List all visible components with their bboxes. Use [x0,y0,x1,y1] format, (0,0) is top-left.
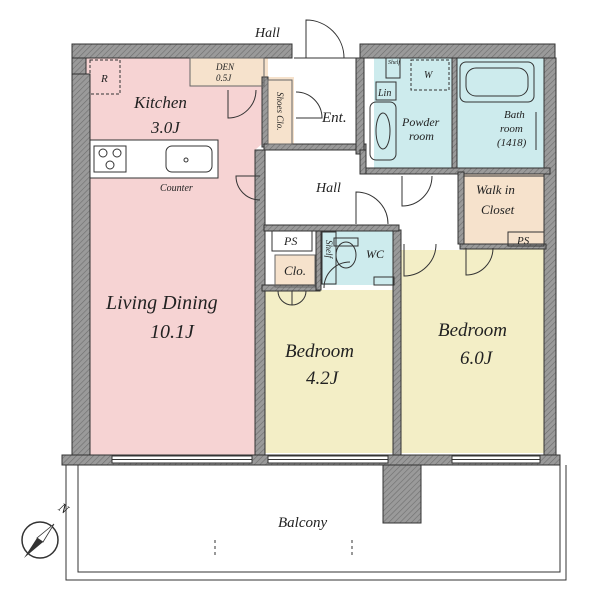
label-living: Living Dining [105,292,218,314]
label-bedroom-b-size: 6.0J [460,348,494,369]
label-shelf-a: Shelf [388,59,401,66]
label-living-size: 10.1J [150,321,195,343]
wc-sink-icon [373,276,395,286]
north-arrow: N [21,499,73,559]
sink-icon [165,145,213,173]
label-clo: Clo. [284,263,306,278]
labels: Hall DEN 0.5J R Kitchen 3.0J Shoes Clo. … [100,26,530,531]
powder-room-area [374,58,452,168]
compass-ring [21,521,59,559]
column [382,464,422,524]
label-bath: Bath [504,109,525,121]
label-north: N [55,499,73,518]
label-kitchen: Kitchen [133,93,187,112]
label-lin: Lin [377,88,391,99]
label-bedroom-a: Bedroom [285,341,354,362]
closet-small-area [275,255,317,288]
bedroom-small-area [264,290,394,453]
refrigerator-outline [89,59,121,95]
label-counter: Counter [160,183,193,194]
label-bedroom-b: Bedroom [438,320,507,341]
label-powder-room: room [409,129,434,143]
label-den-size: 0.5J [216,73,232,83]
walls [61,43,561,466]
label-shoes-clo: Shoes Clo. [275,92,285,131]
label-den: DEN [215,62,235,72]
fixtures [89,57,545,288]
doors [227,19,494,306]
label-balcony: Balcony [278,515,327,531]
label-ps-b: PS [516,235,530,247]
bath-area [455,58,545,168]
stove-icon [93,145,127,173]
label-ent: Ent. [321,110,347,126]
label-hall-top: Hall [254,26,280,41]
label-w: W [424,70,434,81]
label-bath-size: (1418) [497,137,527,149]
label-kitchen-size: 3.0J [150,118,181,137]
balcony [65,465,567,581]
powder-sink-icon [369,101,397,161]
label-powder: Powder [401,115,440,129]
den-area [190,58,268,86]
bedroom-large-area [400,246,546,453]
label-ps-a: PS [283,234,297,248]
label-walk-in: Walk in [476,182,515,197]
windows [111,455,541,464]
label-bath-room: room [500,123,523,135]
label-r: R [100,73,108,85]
washer-outline [410,59,450,91]
bathtub-icon [459,61,535,103]
label-hall-mid: Hall [315,181,341,196]
label-wc: WC [366,247,385,261]
label-shelf-b: Shelf [324,240,334,259]
label-closet: Closet [481,202,515,217]
label-bedroom-a-size: 4.2J [306,368,340,389]
shoes-closet-area [266,77,294,147]
